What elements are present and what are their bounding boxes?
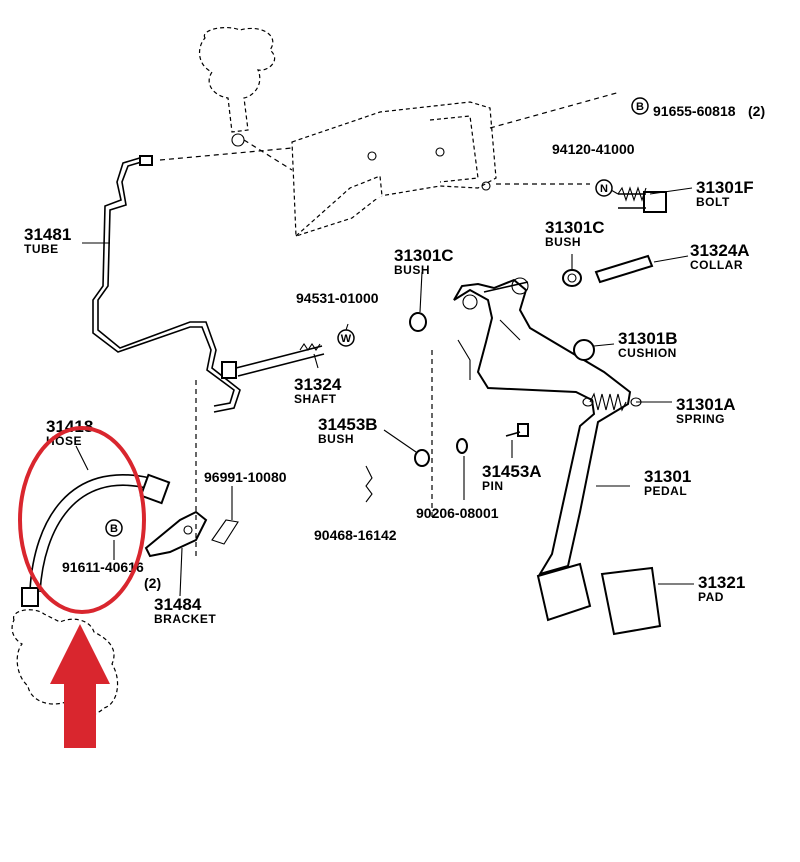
marker-w: W: [337, 329, 355, 347]
label-31301a: 31301A SPRING: [676, 395, 736, 426]
label-31321: 31321 PAD: [698, 573, 745, 604]
svg-text:BRACKET: BRACKET: [154, 612, 216, 626]
collar: [594, 254, 654, 284]
svg-text:PAD: PAD: [698, 590, 724, 604]
clip-90468: [365, 465, 373, 503]
bush-31453b: [414, 449, 430, 467]
label-31301c-left: 31301C BUSH: [394, 246, 454, 277]
svg-text:91611-40616: 91611-40616: [62, 559, 144, 575]
svg-text:BUSH: BUSH: [545, 235, 581, 249]
bush-left: [409, 271, 427, 332]
svg-text:31301C: 31301C: [545, 218, 605, 237]
svg-text:31481: 31481: [24, 225, 71, 244]
svg-text:N: N: [600, 183, 608, 195]
svg-text:31301B: 31301B: [618, 329, 678, 348]
highlight-circle: [18, 426, 146, 614]
svg-text:CUSHION: CUSHION: [618, 346, 677, 360]
svg-text:31324: 31324: [294, 375, 342, 394]
stopper-cushion: [573, 339, 595, 361]
svg-text:BUSH: BUSH: [318, 432, 354, 446]
svg-text:31301F: 31301F: [696, 178, 754, 197]
svg-text:SPRING: SPRING: [676, 412, 725, 426]
svg-text:W: W: [341, 333, 352, 345]
label-31484: 31484 BRACKET: [154, 595, 216, 626]
label-31453a: 31453A PIN: [482, 462, 542, 493]
label-31418: 31418 HOSE: [46, 417, 93, 448]
svg-text:91655-60818: 91655-60818: [653, 103, 736, 119]
label-31324a: 31324A COLLAR: [690, 241, 750, 272]
svg-text:BUSH: BUSH: [394, 263, 430, 277]
svg-text:B: B: [636, 101, 644, 113]
label-31301: 31301 PEDAL: [644, 467, 691, 498]
label-31301c-right: 31301C BUSH: [545, 218, 605, 249]
svg-text:31418: 31418: [46, 417, 93, 436]
label-31301f: 31301F BOLT: [696, 178, 754, 209]
label-31453b: 31453B BUSH: [318, 415, 378, 446]
label-31301b: 31301B CUSHION: [618, 329, 678, 360]
code-90468-16142: 90468-16142: [314, 527, 397, 543]
hose-bracket: [144, 380, 239, 560]
svg-text:31484: 31484: [154, 595, 202, 614]
svg-text:31301A: 31301A: [676, 395, 736, 414]
label-31324: 31324 SHAFT: [294, 375, 342, 406]
pedal-shaft: [221, 343, 325, 379]
washer-90206: [456, 438, 468, 454]
code-96991-10080: 96991-10080: [204, 469, 287, 485]
marker-b-left: B: [105, 519, 123, 537]
clutch-pedal: [431, 277, 632, 576]
svg-text:BOLT: BOLT: [696, 195, 730, 209]
code-94120-41000: 94120-41000: [552, 141, 635, 157]
highlight-arrow-icon: [50, 624, 110, 748]
code-94531-01000: 94531-01000: [296, 290, 379, 306]
svg-text:(2): (2): [748, 103, 765, 119]
pin-31453a: [505, 423, 529, 437]
svg-text:TUBE: TUBE: [24, 242, 59, 256]
code-91611-40616: 91611-40616 (2): [62, 559, 161, 591]
clutch-tube: [92, 155, 241, 413]
svg-text:SHAFT: SHAFT: [294, 392, 337, 406]
svg-text:B: B: [110, 523, 118, 535]
svg-text:COLLAR: COLLAR: [690, 258, 743, 272]
pedal-pads: [536, 562, 662, 636]
clutch-hose: [21, 473, 171, 607]
svg-text:31453A: 31453A: [482, 462, 542, 481]
bush-upper: [562, 269, 582, 287]
marker-n: N: [595, 179, 613, 197]
svg-text:31301: 31301: [644, 467, 691, 486]
pedal-bolt: [617, 186, 667, 213]
pedal-support-bracket: [159, 91, 621, 237]
master-cylinder-outline: [198, 26, 276, 147]
label-31481: 31481 TUBE: [24, 225, 71, 256]
svg-text:31301C: 31301C: [394, 246, 454, 265]
marker-b-top: B: [631, 97, 649, 115]
svg-text:PEDAL: PEDAL: [644, 484, 687, 498]
svg-text:31321: 31321: [698, 573, 745, 592]
svg-text:(2): (2): [144, 575, 161, 591]
svg-text:PIN: PIN: [482, 479, 504, 493]
code-90206-08001: 90206-08001: [416, 505, 499, 521]
svg-text:31453B: 31453B: [318, 415, 378, 434]
code-91655-60818: 91655-60818 (2): [653, 103, 765, 119]
svg-text:31324A: 31324A: [690, 241, 750, 260]
